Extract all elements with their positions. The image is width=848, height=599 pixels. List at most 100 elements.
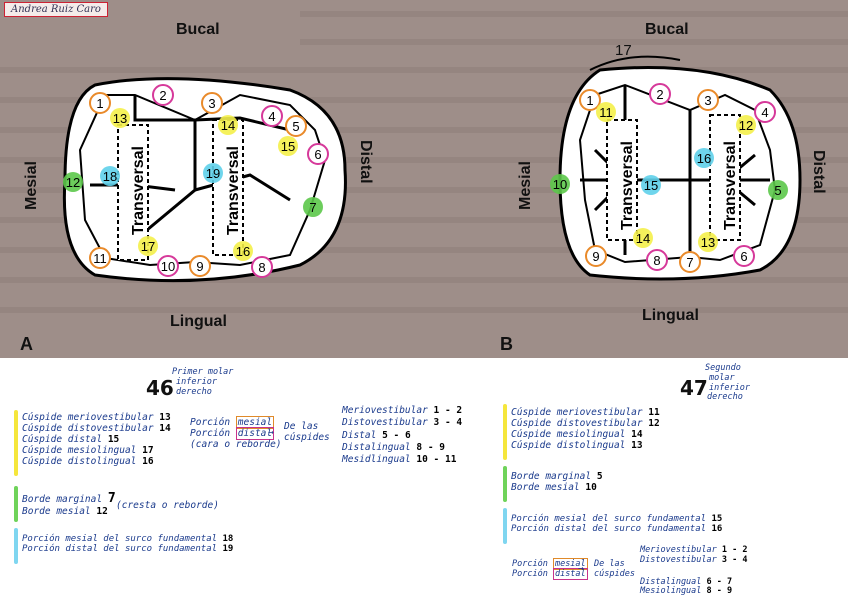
tooth-a-marker-13: 13 (110, 108, 130, 128)
tooth-a-marker-10: 10 (157, 255, 179, 277)
tooth-b-marker-11: 11 (596, 102, 616, 122)
de-las-cuspides-46: De las cúspides (284, 421, 330, 443)
tooth-b-marker-7: 7 (679, 251, 701, 273)
tooth-a-marker-8: 8 (251, 256, 273, 278)
svg-text:10: 10 (161, 259, 175, 274)
textbook-photo: Transversal Transversal Bucal Lingual Me… (0, 0, 848, 358)
label-distal-b: Distal (810, 150, 827, 194)
svg-text:15: 15 (281, 139, 295, 154)
svg-text:2: 2 (159, 88, 166, 103)
tooth-b-marker-13: 13 (698, 232, 718, 252)
tooth-b-marker-9: 9 (585, 245, 607, 267)
tooth-a-marker-11: 11 (89, 247, 111, 269)
svg-text:18: 18 (103, 169, 117, 184)
svg-text:1: 1 (586, 93, 593, 108)
tooth-a-marker-4: 4 (261, 105, 283, 127)
tooth-b-marker-6: 6 (733, 245, 755, 267)
svg-text:12: 12 (66, 175, 80, 190)
tooth-a-marker-12: 12 (63, 172, 83, 192)
label-bucal-a: Bucal (176, 21, 220, 38)
cuspides-46: Cúspide meriovestibular 13 Cúspide disto… (22, 412, 171, 467)
tooth-b-marker-15: 15 (641, 175, 661, 195)
svg-text:3: 3 (208, 96, 215, 111)
svg-text:13: 13 (113, 111, 127, 126)
surco-47: Porción mesial del surco fundamental 15 … (511, 514, 723, 535)
svg-text:5: 5 (292, 119, 299, 134)
svg-text:16: 16 (697, 151, 711, 166)
label-17-b: 17 (615, 42, 632, 59)
cuspides-47: Cúspide meriovestibular 11 Cúspide disto… (511, 407, 660, 451)
author-label: Andrea Ruiz Caro (4, 2, 108, 17)
de-las-cuspides-47: De las cúspides (594, 559, 635, 579)
svg-text:6: 6 (314, 147, 321, 162)
svg-text:14: 14 (221, 118, 235, 133)
label-mesial-a: Mesial (23, 161, 40, 210)
svg-text:8: 8 (258, 260, 265, 275)
svg-text:10: 10 (553, 177, 567, 192)
svg-text:4: 4 (761, 105, 768, 120)
title-46: Primer molar inferior derecho (172, 367, 234, 397)
tooth-a-marker-17: 17 (138, 236, 158, 256)
svg-text:1: 1 (96, 96, 103, 111)
porcion-items-46: Meriovestibular 1 - 2 Distovestibular 3 … (342, 405, 463, 466)
svg-text:17: 17 (141, 239, 155, 254)
label-bucal-b: Bucal (645, 21, 689, 38)
tooth-a-marker-16: 16 (233, 241, 253, 261)
transversal-label-b2: Transversal (722, 141, 739, 230)
panel-label-a: A (20, 334, 33, 354)
tooth-number-46: 46 (146, 376, 174, 400)
tooth-b-marker-1: 1 (579, 89, 601, 111)
porcion-46: Porción mesial Porción distal (cara o re… (190, 416, 282, 450)
transversal-label-a1: Transversal (130, 146, 147, 235)
svg-text:11: 11 (599, 105, 613, 120)
surco-46: Porción mesial del surco fundamental 18 … (22, 534, 234, 555)
tooth-a-marker-15: 15 (278, 136, 298, 156)
tooth-a-marker-7: 7 (303, 197, 323, 217)
porcion-items-47: Meriovestibular 1 - 2 Distovestibular 3 … (640, 545, 748, 597)
transversal-label-b1: Transversal (619, 141, 636, 230)
tooth-a-marker-3: 3 (201, 92, 223, 114)
tooth-a-marker-14: 14 (218, 115, 238, 135)
tooth-a-marker-18: 18 (100, 166, 120, 186)
svg-text:14: 14 (636, 231, 650, 246)
svg-text:9: 9 (592, 249, 599, 264)
tooth-b-marker-2: 2 (649, 83, 671, 105)
tooth-b-marker-5: 5 (768, 180, 788, 200)
tooth-a-marker-9: 9 (189, 255, 211, 277)
svg-text:19: 19 (206, 166, 220, 181)
tooth-b-marker-12: 12 (736, 115, 756, 135)
bordes-note-46: (cresta o reborde) (116, 500, 219, 511)
svg-text:4: 4 (268, 109, 275, 124)
svg-text:7: 7 (309, 200, 316, 215)
tooth-b-marker-3: 3 (697, 89, 719, 111)
svg-text:12: 12 (739, 118, 753, 133)
bordes-46: Borde marginal 7 Borde mesial 12 (22, 491, 116, 517)
svg-text:9: 9 (196, 259, 203, 274)
tooth-b-marker-8: 8 (646, 249, 668, 271)
svg-text:15: 15 (644, 178, 658, 193)
svg-text:11: 11 (93, 251, 107, 266)
svg-text:8: 8 (653, 253, 660, 268)
tooth-b-marker-4: 4 (754, 101, 776, 123)
transversal-label-a2: Transversal (225, 146, 242, 235)
tooth-b-marker-14: 14 (633, 228, 653, 248)
molar-diagram: Transversal Transversal Bucal Lingual Me… (20, 21, 827, 354)
tooth-a-marker-19: 19 (203, 163, 223, 183)
tooth-a-marker-1: 1 (89, 92, 111, 114)
tooth-b-marker-16: 16 (694, 148, 714, 168)
svg-text:6: 6 (740, 249, 747, 264)
label-mesial-b: Mesial (517, 161, 534, 210)
svg-text:7: 7 (686, 255, 693, 270)
svg-text:16: 16 (236, 244, 250, 259)
handwritten-notes: 46 Primer molar inferior derecho Cúspide… (0, 358, 848, 599)
tooth-a-marker-6: 6 (307, 143, 329, 165)
panel-label-b: B (500, 334, 513, 354)
title-47: Segundo molar inferior derecho (705, 363, 750, 403)
tooth-a-marker-5: 5 (285, 115, 307, 137)
svg-text:2: 2 (656, 87, 663, 102)
label-distal-a: Distal (357, 140, 374, 184)
label-lingual-a: Lingual (170, 313, 227, 330)
porcion-47: Porción mesial Porción distal (512, 558, 588, 580)
